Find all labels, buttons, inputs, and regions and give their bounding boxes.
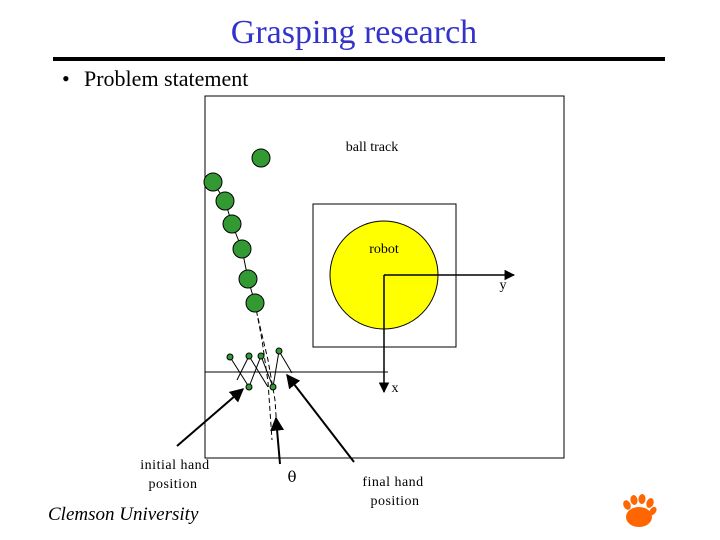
hand-finger-lines (229, 350, 293, 388)
ball (215, 191, 235, 211)
final-hand-pointer (286, 373, 355, 463)
hand-marker (245, 352, 253, 360)
y-axis-label: y (500, 278, 507, 293)
hand-marker (257, 352, 265, 360)
title-divider (53, 57, 665, 61)
initial-hand-label-line1: initial hand (140, 458, 209, 473)
theta-label: θ (287, 468, 296, 486)
hand-marker (275, 347, 283, 355)
ball (232, 239, 252, 259)
hand-marker (245, 383, 253, 391)
bullet-text: Problem statement (84, 66, 249, 91)
theta-pointer (270, 416, 285, 465)
slide-title: Grasping research (230, 14, 478, 51)
bullet-dot: • (62, 66, 70, 91)
ball (222, 214, 242, 234)
initial-hand-pointer (176, 388, 245, 447)
workspace-frame (204, 95, 565, 459)
final-hand-label-line2: position (370, 494, 419, 509)
robot-label: robot (369, 242, 399, 257)
ball (238, 269, 258, 289)
footer-text: Clemson University (48, 504, 199, 525)
ball (251, 148, 271, 168)
hand-marker (269, 383, 277, 391)
final-hand-label-line1: final hand (362, 475, 423, 490)
ball (245, 293, 265, 313)
hand-marker (226, 353, 234, 361)
initial-hand-label-line2: position (148, 477, 197, 492)
ball-track-label: ball track (346, 140, 398, 155)
bullet-item: • Problem statement (62, 66, 248, 92)
paw-icon (623, 494, 657, 527)
ball (203, 172, 223, 192)
x-axis-label: x (392, 381, 399, 396)
